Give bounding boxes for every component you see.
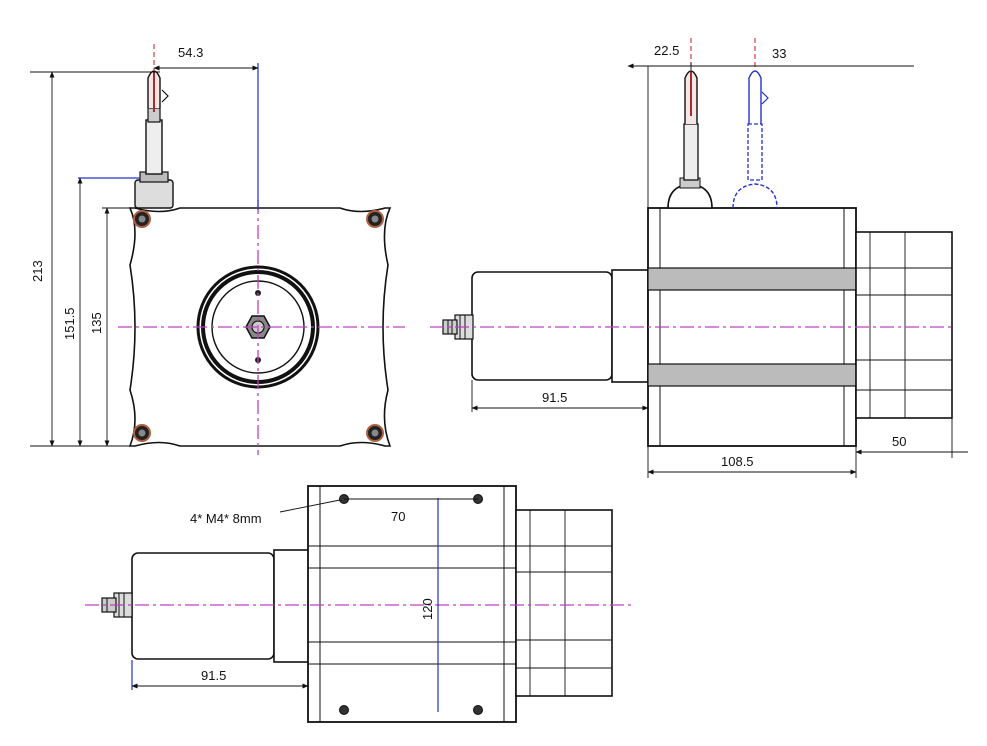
dim-front-total-height: 213 — [30, 71, 160, 447]
dim-front-outlet-height: 151.5 — [62, 177, 140, 447]
bottom-view: 4* M4* 8mm 70 120 91.5 — [85, 485, 632, 723]
side-flange — [611, 269, 649, 383]
svg-text:108.5: 108.5 — [721, 454, 754, 469]
front-corner-holes — [133, 210, 384, 442]
side-rear — [855, 231, 953, 419]
svg-text:70: 70 — [391, 509, 405, 524]
svg-text:22.5: 22.5 — [654, 43, 679, 58]
side-view: 22.5 33 91.5 108.5 50 — [430, 38, 968, 478]
dim-side-offsets: 22.5 33 — [627, 43, 914, 208]
svg-text:151.5: 151.5 — [62, 307, 77, 340]
svg-text:135: 135 — [89, 312, 104, 334]
svg-text:4* M4* 8mm: 4* M4* 8mm — [190, 511, 262, 526]
svg-text:50: 50 — [892, 434, 906, 449]
dim-bottom-hole-vertical: 120 — [420, 598, 435, 620]
dim-side-rear-length: 50 — [855, 418, 968, 458]
side-cable-outlet-alt — [732, 70, 778, 209]
dim-front-body-height: 135 — [89, 207, 130, 447]
svg-text:91.5: 91.5 — [201, 668, 226, 683]
side-cable-outlet — [667, 70, 713, 209]
dim-bottom-hole-spacing: 70 — [344, 498, 478, 524]
bottom-housing — [307, 485, 517, 723]
dim-side-motor-length: 91.5 — [471, 380, 649, 412]
svg-text:91.5: 91.5 — [542, 390, 567, 405]
svg-text:120: 120 — [420, 598, 435, 620]
dim-side-body-length: 108.5 — [647, 446, 857, 478]
svg-text:33: 33 — [772, 46, 786, 61]
bottom-motor — [131, 552, 275, 660]
svg-text:213: 213 — [30, 260, 45, 282]
dim-bottom-motor-length: 91.5 — [131, 668, 309, 689]
dim-front-offset: 54.3 — [153, 45, 259, 71]
front-view: 54.3 213 151.5 135 — [30, 44, 405, 455]
svg-text:54.3: 54.3 — [178, 45, 203, 60]
dim-bottom-hole-callout: 4* M4* 8mm — [190, 499, 341, 526]
side-motor — [471, 271, 613, 381]
front-cable-outlet — [134, 70, 174, 209]
